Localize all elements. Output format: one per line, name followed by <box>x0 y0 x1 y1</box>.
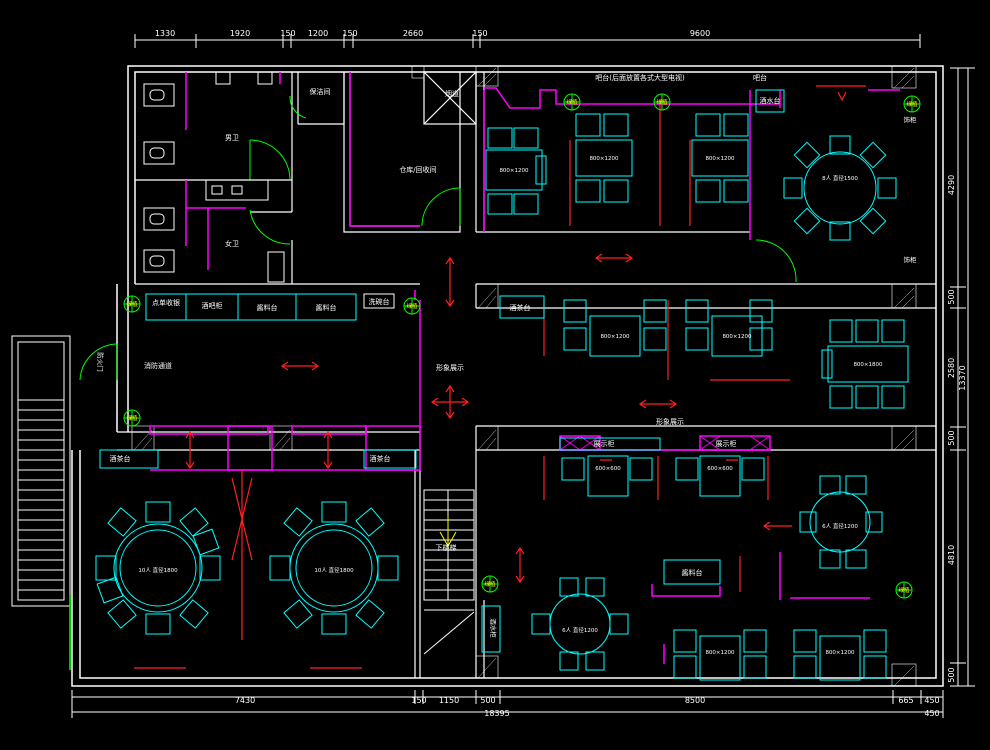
dim-bottom-total: 18395 <box>484 709 509 718</box>
dim-top-8: 9600 <box>690 29 710 38</box>
plant-label-6: 绿植 <box>126 414 138 422</box>
label-fire-stair: 消防通道 <box>144 361 172 370</box>
table-label-12: 800×1200 <box>705 650 735 656</box>
label-fire-door: 防火门 <box>96 352 105 372</box>
table-label-2: 800×1200 <box>589 156 619 162</box>
label-wash: 洗碗台 <box>369 297 390 306</box>
dim-top-2: 1920 <box>230 29 250 38</box>
label-bar-header: 吧台(后面放置各式大型电视) <box>595 73 685 82</box>
label-water-station: 酒水台 <box>760 96 781 105</box>
dim-right-1: 4290 <box>947 175 956 195</box>
dim-bottom-6: 665 <box>898 696 913 705</box>
dim-right-6: 500 <box>947 667 956 682</box>
label-display-cab-2: 展示柜 <box>716 439 737 448</box>
table-label-14: 10人 直径1800 <box>138 566 178 574</box>
dim-bottom-7: 450 <box>924 696 939 705</box>
label-counter-2: 酒吧柜 <box>202 301 223 310</box>
round-table-10-left <box>95 501 221 635</box>
label-counter-3: 酱料台 <box>257 303 278 312</box>
table-sets <box>485 113 909 681</box>
red-arrows <box>134 85 866 669</box>
dim-top-1: 1330 <box>155 29 175 38</box>
table-label-4: 8人 直径1500 <box>822 174 858 182</box>
label-cleaning-room: 保洁间 <box>310 87 331 96</box>
structural-columns <box>131 65 917 687</box>
dim-top-7: 150 <box>472 29 487 38</box>
label-wine-rack: 酒水柜 <box>489 618 498 638</box>
table-label-6: 800×1200 <box>722 334 752 340</box>
label-tea-right: 酒茶台 <box>370 454 391 463</box>
label-downstairs: 下楼梯 <box>436 543 457 552</box>
dim-right-total: 13370 <box>958 365 967 390</box>
dimension-right <box>950 67 975 687</box>
dim-bottom-2: 150 <box>411 696 426 705</box>
label-tea-left: 酒茶台 <box>110 454 131 463</box>
dim-top-4: 1200 <box>308 29 328 38</box>
table-label-8: 600×600 <box>595 466 621 472</box>
table-label-5: 800×1200 <box>600 334 630 340</box>
plant-label-3: 绿植 <box>906 100 918 108</box>
label-sauce-table: 酱料台 <box>682 568 703 577</box>
table-label-15: 10人 直径1800 <box>314 566 354 574</box>
dimension-bottom <box>71 690 944 718</box>
dim-bottom-3: 1150 <box>439 696 459 705</box>
restroom-fixtures <box>143 71 285 283</box>
table-label-10: 6人 直径1200 <box>822 522 858 530</box>
round-table-6-bottom <box>531 577 629 671</box>
plant-label-1: 绿植 <box>566 98 578 106</box>
label-tea-station: 酒茶台 <box>510 303 531 312</box>
dim-right-3: 2580 <box>947 358 956 378</box>
label-counter-1: 点单收银 <box>152 298 180 307</box>
plant-label-4: 绿植 <box>126 300 138 308</box>
dim-top-6: 2660 <box>403 29 423 38</box>
table-label-3: 800×1200 <box>705 156 735 162</box>
dim-right-5: 4810 <box>947 545 956 565</box>
table-label-1: 800×1200 <box>499 168 529 174</box>
dimension-top <box>134 34 921 48</box>
round-table-8 <box>783 135 897 241</box>
table-label-13: 800×1200 <box>825 650 855 656</box>
dim-bottom-right-extra: 450 <box>924 709 939 718</box>
label-storage-room: 仓库/回收间 <box>399 165 436 174</box>
label-center-display-2: 形象展示 <box>656 417 684 426</box>
doors <box>79 95 797 381</box>
round-table-10-right <box>269 501 399 635</box>
dim-bottom-4: 500 <box>480 696 495 705</box>
counters <box>99 89 785 653</box>
dim-top-3: 150 <box>280 29 295 38</box>
label-smoke-shaft: 烟道 <box>445 89 459 98</box>
label-left-note-1: 饰柜 <box>904 115 918 124</box>
label-bar-header-right: 吧台 <box>753 73 767 82</box>
dim-bottom-5: 8500 <box>685 696 705 705</box>
table-label-7: 800×1800 <box>853 362 883 368</box>
plant-label-2: 绿植 <box>656 98 668 106</box>
plants <box>123 93 921 599</box>
dim-right-2: 500 <box>947 289 956 304</box>
dim-top-5: 150 <box>342 29 357 38</box>
round-table-6-right <box>799 475 883 569</box>
label-men-wc: 男卫 <box>225 134 239 142</box>
label-center-display: 形象展示 <box>436 363 464 372</box>
dim-bottom-1: 7430 <box>235 696 255 705</box>
inner-stairwell <box>423 489 475 655</box>
table-label-9: 600×600 <box>707 466 733 472</box>
label-display-cab-1: 展示柜 <box>594 439 615 448</box>
dim-right-4: 500 <box>947 430 956 445</box>
table-label-11: 6人 直径1200 <box>562 626 598 634</box>
plant-label-8: 绿植 <box>898 586 910 594</box>
plant-label-7: 绿植 <box>484 580 496 588</box>
label-women-wc: 女卫 <box>225 239 239 248</box>
exterior-stairs <box>11 335 71 607</box>
plant-label-5: 绿植 <box>406 302 418 310</box>
label-counter-4: 酱料台 <box>316 303 337 312</box>
label-left-note-2: 饰柜 <box>904 255 918 264</box>
